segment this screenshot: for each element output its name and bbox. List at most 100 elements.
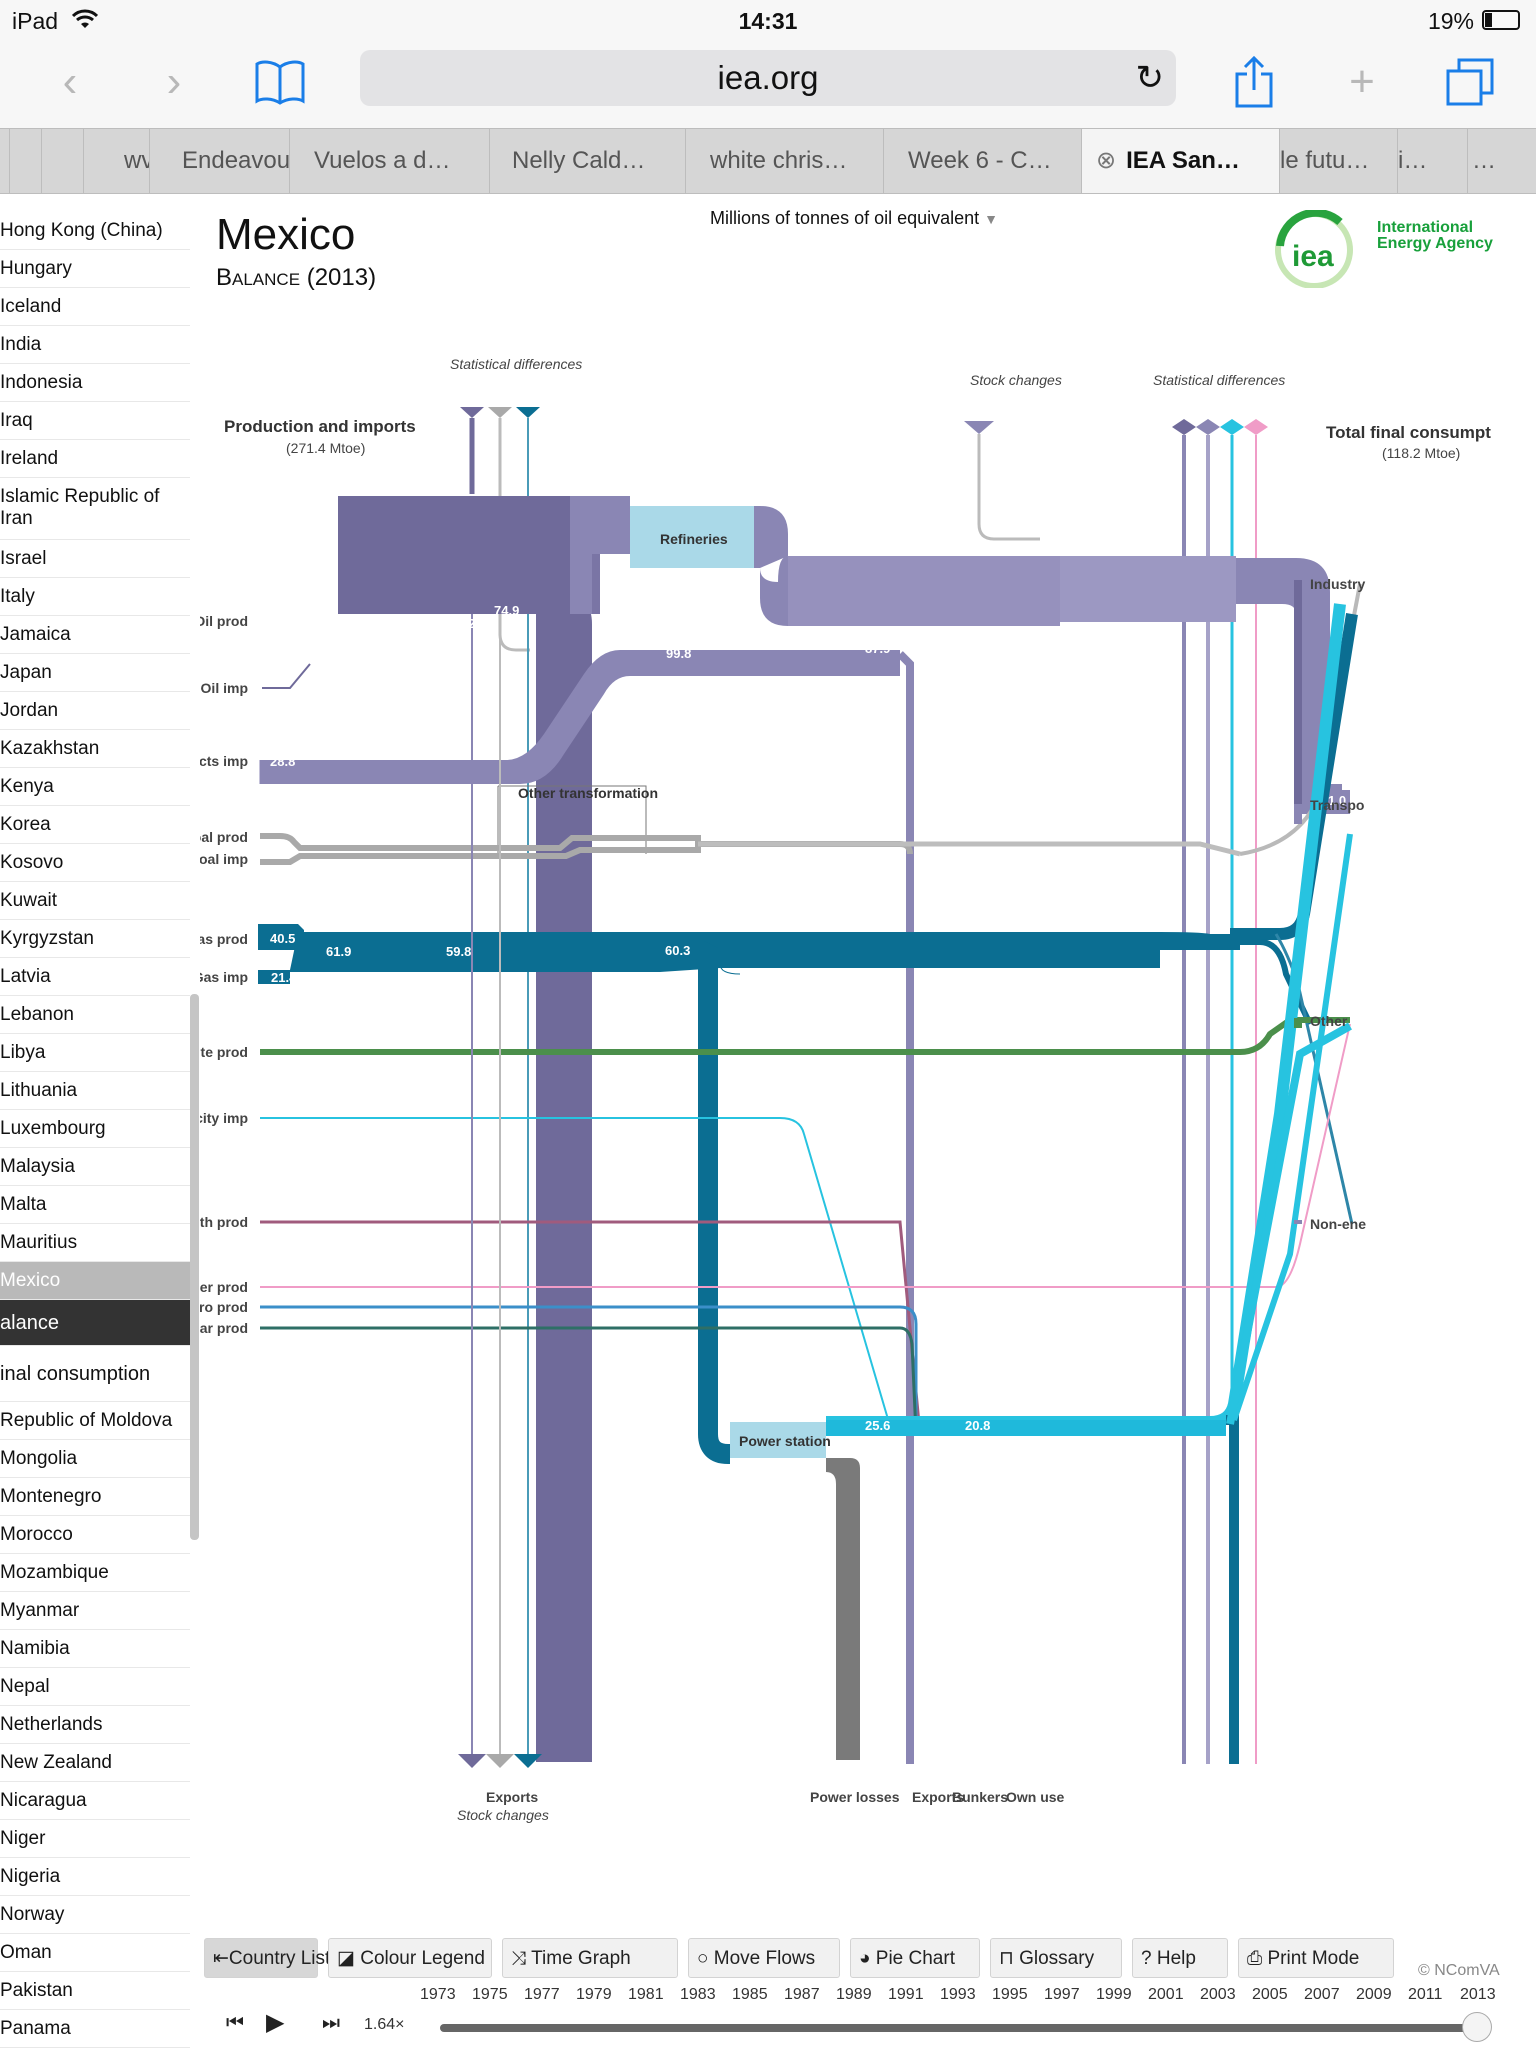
value-oil-3: 142.2 (443, 616, 476, 631)
colour-legend-button[interactable]: ◪ Colour Legend (328, 1938, 492, 1978)
country-item[interactable]: Nepal (0, 1668, 190, 1706)
country-item[interactable]: Lithuania (0, 1072, 190, 1110)
country-item[interactable]: Nigeria (0, 1858, 190, 1896)
help-button[interactable]: ? Help (1132, 1938, 1228, 1978)
country-item[interactable]: Luxembourg (0, 1110, 190, 1148)
country-item[interactable]: Pakistan (0, 1972, 190, 2010)
oil-prod-block (338, 496, 570, 614)
country-item[interactable]: Mozambique (0, 1554, 190, 1592)
country-item[interactable]: Japan (0, 654, 190, 692)
country-item[interactable]: Iceland (0, 288, 190, 326)
time-graph-button[interactable]: ⤨ Time Graph (502, 1938, 678, 1978)
country-item[interactable]: Mauritius (0, 1224, 190, 1262)
tab-6[interactable]: Week 6 - C… (884, 129, 1082, 193)
country-item[interactable]: Mongolia (0, 1440, 190, 1478)
print-mode-button[interactable]: ⎙ Print Mode (1238, 1938, 1394, 1978)
country-item[interactable]: Ireland (0, 440, 190, 478)
value-oil-mid: 87.9 (865, 641, 890, 656)
country-item[interactable]: Jamaica (0, 616, 190, 654)
country-item[interactable]: India (0, 326, 190, 364)
tab-stub-2[interactable] (10, 129, 42, 193)
other-transformation-box (498, 785, 647, 854)
device-name: iPad (12, 8, 59, 34)
country-item[interactable]: Kenya (0, 768, 190, 806)
tab-stub-3[interactable] (42, 129, 84, 193)
forward-icon[interactable]: › (166, 57, 182, 106)
back-icon[interactable]: ‹ (62, 57, 78, 106)
tab-active[interactable]: ⊗IEA San… (1082, 129, 1280, 193)
stock-arrow-3 (514, 1754, 542, 1768)
play-icon[interactable]: ▶ (266, 2009, 285, 2036)
timeline-track[interactable] (440, 2024, 1488, 2032)
year-label: 1987 (784, 1986, 820, 2003)
country-item[interactable]: Iraq (0, 402, 190, 440)
country-item-selected[interactable]: Mexico (0, 1262, 190, 1300)
country-item[interactable]: Korea (0, 806, 190, 844)
country-item[interactable]: Hungary (0, 250, 190, 288)
country-item[interactable]: Montenegro (0, 1478, 190, 1516)
refineries-label: Refineries (660, 531, 728, 547)
country-item[interactable]: Latvia (0, 958, 190, 996)
page-title: Mexico (216, 210, 356, 259)
skip-end-icon[interactable]: ⏭ (322, 2012, 340, 2034)
country-item[interactable]: Niger (0, 1820, 190, 1858)
tab-8[interactable]: le futu… (1280, 129, 1398, 193)
country-item[interactable]: Oman (0, 1934, 190, 1972)
source-label-oil-imp: Oil imp (201, 680, 248, 696)
country-list-button[interactable]: ⇤Country List (204, 1938, 330, 1978)
country-item[interactable]: Norway (0, 1896, 190, 1934)
country-item[interactable]: Israel (0, 540, 190, 578)
tab-1[interactable]: wv (84, 129, 150, 193)
tab-9[interactable]: i… (1398, 129, 1468, 193)
tab-2[interactable]: Endeavou (150, 129, 290, 193)
country-item[interactable]: Myanmar (0, 1592, 190, 1630)
country-item[interactable]: Nicaragua (0, 1782, 190, 1820)
reload-icon[interactable]: ↻ (1135, 59, 1165, 97)
country-item[interactable]: Lebanon (0, 996, 190, 1034)
country-item[interactable]: Kazakhstan (0, 730, 190, 768)
sub-item-balance[interactable]: alance (0, 1300, 190, 1346)
skip-start-icon[interactable]: ⏮ (226, 2012, 244, 2034)
country-item[interactable]: Hong Kong (China) (0, 212, 190, 250)
source-label-oil-products-imp: il products imp (200, 753, 248, 769)
value-gas-2: 59.8 (446, 944, 471, 959)
country-item[interactable]: Indonesia (0, 364, 190, 402)
year-label: 1989 (836, 1986, 872, 2003)
tab-4[interactable]: Nelly Cald… (490, 129, 686, 193)
tab-5[interactable]: white chris… (686, 129, 884, 193)
tab-3[interactable]: Vuelos a d… (290, 129, 490, 193)
bookmarks-icon[interactable] (250, 52, 310, 112)
address-bar[interactable]: iea.org ↻ (360, 50, 1176, 106)
glossary-button[interactable]: ⊓ Glossary (990, 1938, 1122, 1978)
tabs-overview-icon[interactable] (1440, 52, 1500, 112)
gas-main-flow-b (660, 932, 1240, 972)
sidebar-scrollbar[interactable] (190, 994, 199, 1540)
tab-stub-1[interactable] (0, 129, 10, 193)
country-item[interactable]: Namibia (0, 1630, 190, 1668)
move-flows-button[interactable]: ○ Move Flows (688, 1938, 840, 1978)
country-item[interactable]: New Zealand (0, 1744, 190, 1782)
country-item[interactable]: Republic of Moldova (0, 1402, 190, 1440)
country-item[interactable]: Malaysia (0, 1148, 190, 1186)
share-icon[interactable] (1224, 52, 1284, 112)
year-axis: 1973 1975 1977 1979 1981 1983 1985 1987 … (420, 1986, 1500, 2008)
sub-item-final-consumption[interactable]: inal consumption (0, 1346, 190, 1402)
country-item[interactable]: Islamic Republic of Iran (0, 478, 190, 540)
new-tab-icon[interactable]: + (1349, 57, 1375, 106)
close-tab-icon[interactable]: ⊗ (1096, 147, 1117, 174)
pie-chart-button[interactable]: ◕ Pie Chart (850, 1938, 980, 1978)
country-item[interactable]: Malta (0, 1186, 190, 1224)
country-item[interactable]: Libya (0, 1034, 190, 1072)
country-item[interactable]: Kosovo (0, 844, 190, 882)
tab-more[interactable]: … (1472, 147, 1496, 174)
country-item[interactable]: Panama (0, 2010, 190, 2048)
unit-selector[interactable]: Millions of tonnes of oil equivalent ▼ (710, 208, 999, 228)
country-item[interactable]: Jordan (0, 692, 190, 730)
own-use-flow (1226, 1415, 1239, 1764)
country-item[interactable]: Morocco (0, 1516, 190, 1554)
timeline-thumb[interactable] (1462, 2012, 1492, 2042)
country-item[interactable]: Kuwait (0, 882, 190, 920)
country-item[interactable]: Kyrgyzstan (0, 920, 190, 958)
country-item[interactable]: Italy (0, 578, 190, 616)
country-item[interactable]: Netherlands (0, 1706, 190, 1744)
